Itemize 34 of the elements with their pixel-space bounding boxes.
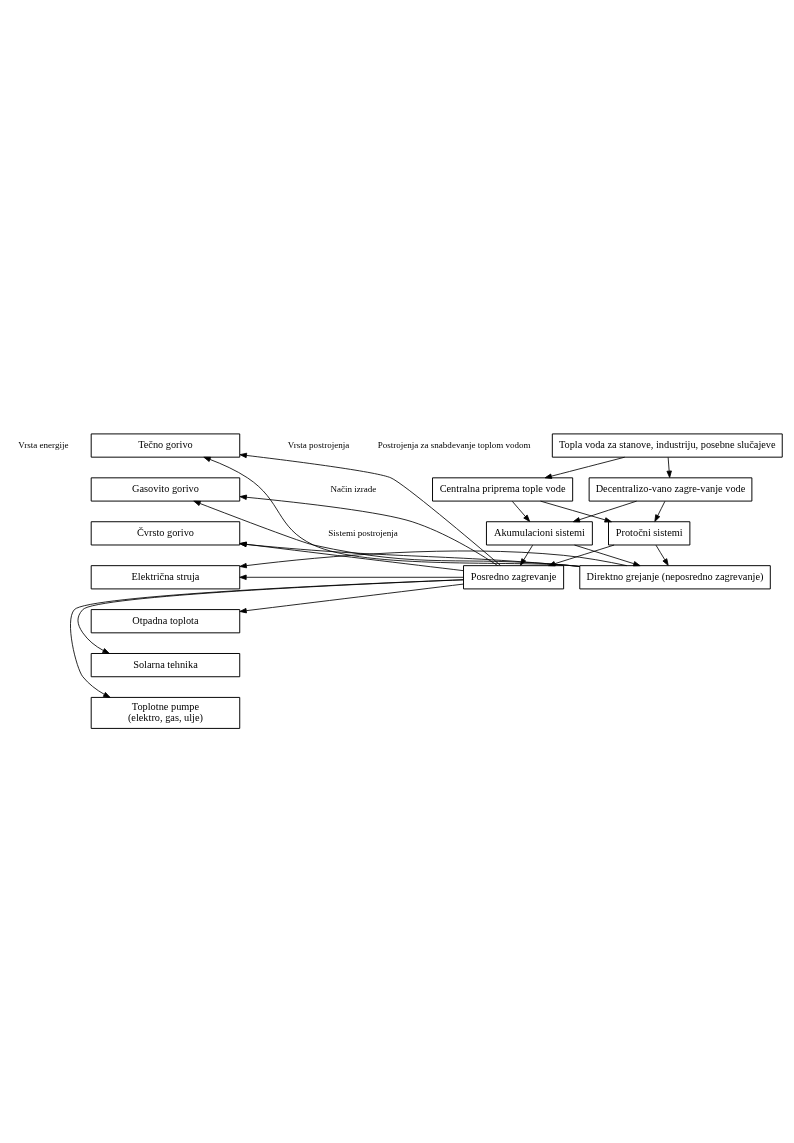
node-box: Posredno zagrevanje <box>463 564 565 589</box>
arrow <box>511 500 531 522</box>
node-box: Gasovito gorivo <box>90 476 241 502</box>
node-box: Otpadna toplota <box>90 608 241 633</box>
label: Postrojenja za snabdevanje toplom vodom <box>377 439 531 450</box>
arrow <box>654 500 666 522</box>
node-box: Toplotne pumpe (elektro, gas, ulje) <box>90 696 241 729</box>
node-box: Decentralizo-vano zagre-vanje vode <box>588 476 753 502</box>
arrow <box>655 544 669 566</box>
arrow <box>239 541 464 571</box>
arrow <box>239 452 501 566</box>
label: Način izrade <box>330 483 377 494</box>
arrow <box>239 574 464 580</box>
arrow <box>572 500 637 522</box>
node-box: Električna struja <box>90 564 241 589</box>
node-box: Centralna priprema tople vode <box>432 476 574 502</box>
arrow <box>574 544 641 566</box>
arrow <box>540 500 612 523</box>
arrow <box>666 456 672 478</box>
arrow <box>70 578 464 698</box>
label: Sistemi postrojenja <box>328 527 398 538</box>
arrow <box>239 494 499 566</box>
node-box: Protočni sistemi <box>608 520 691 545</box>
node-box: Akumulacioni sistemi <box>485 520 593 545</box>
node-box: Čvrsto gorivo <box>90 520 241 545</box>
arrow <box>544 456 626 479</box>
arrow <box>77 578 464 654</box>
label: Vrsta postrojenja <box>287 439 350 450</box>
node-box: Tečno gorivo <box>90 432 241 458</box>
node-box: Topla voda za stanove, industriju, posebne slučajeve <box>551 432 783 458</box>
label: Vrsta energije <box>18 439 69 450</box>
node-box: Solarna tehnika <box>90 652 241 677</box>
arrow <box>239 583 464 613</box>
node-box: Direktno grejanje (neposredno zagrevanje) <box>579 564 771 589</box>
